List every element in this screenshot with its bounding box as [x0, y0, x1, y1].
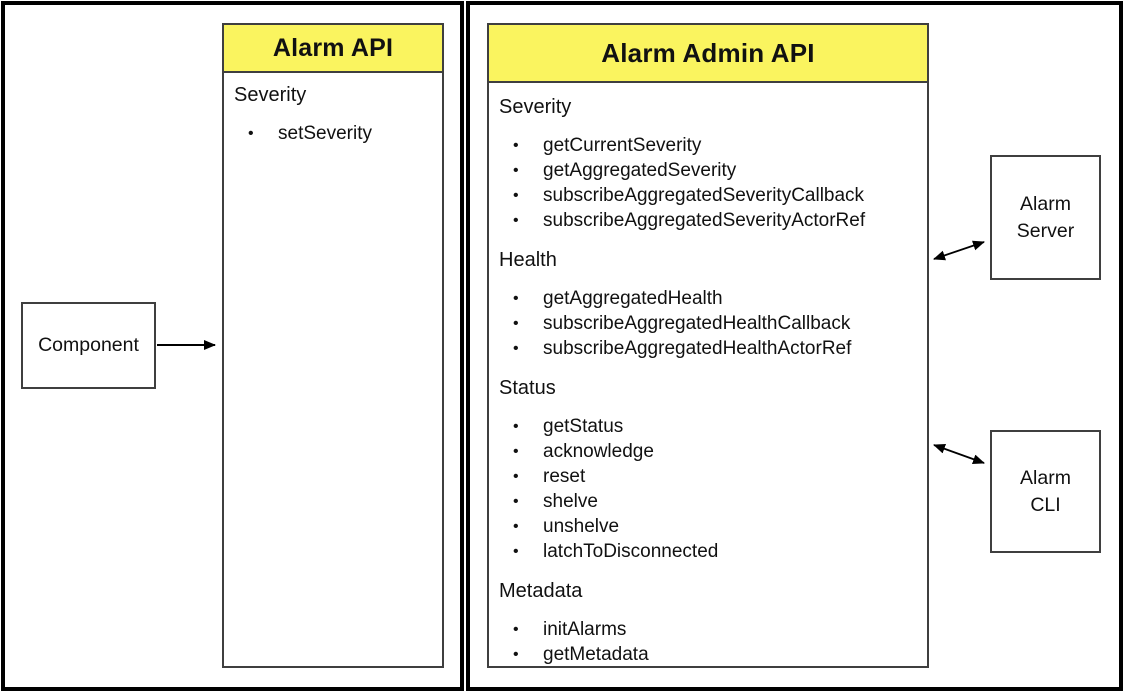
method-name: subscribeAggregatedSeverityCallback [543, 185, 865, 206]
method-item: • latchToDisconnected [513, 539, 919, 564]
method-item: • shelve [513, 489, 919, 514]
method-name: subscribeAggregatedSeverityActorRef [543, 210, 866, 231]
bullet-icon: • [513, 340, 519, 357]
method-item: • subscribeAggregatedSeverityActorRef [513, 208, 919, 233]
method-name: subscribeAggregatedHealthActorRef [543, 338, 852, 359]
method-name: reset [543, 466, 586, 487]
method-name: getAggregatedHealth [543, 288, 723, 309]
method-name: unshelve [543, 516, 620, 537]
alarm-cli-box: Alarm CLI [990, 430, 1101, 553]
bullet-icon: • [513, 518, 519, 535]
bullet-icon: • [513, 137, 519, 154]
bullet-icon: • [513, 187, 519, 204]
bullet-icon: • [513, 418, 519, 435]
alarm-api-box: Alarm API Severity • setSeverity [222, 23, 444, 668]
bullet-icon: • [513, 290, 519, 307]
method-item: • getMetadata [513, 642, 919, 666]
component-label: Component [38, 334, 139, 356]
method-item: • setSeverity [248, 121, 434, 146]
section-label-health: Health [499, 249, 557, 271]
method-item: • acknowledge [513, 439, 919, 464]
bullet-icon: • [513, 443, 519, 460]
bullet-icon: • [513, 315, 519, 332]
method-name: getAggregatedSeverity [543, 160, 737, 181]
method-name: getStatus [543, 416, 624, 437]
section-label-status: Status [499, 377, 556, 399]
method-item: • subscribeAggregatedSeverityCallback [513, 183, 919, 208]
method-list-metadata: • initAlarms • getMetadata [499, 617, 919, 666]
method-item: • getAggregatedSeverity [513, 158, 919, 183]
alarm-server-label: Alarm Server [1016, 192, 1075, 242]
method-name: getCurrentSeverity [543, 135, 702, 156]
method-list-severity: • getCurrentSeverity • getAggregatedSeve… [499, 133, 919, 233]
section-label-severity: Severity [234, 84, 307, 106]
method-item: • initAlarms [513, 617, 919, 642]
method-name: subscribeAggregatedHealthCallback [543, 313, 851, 334]
right-panel-frame [466, 1, 1123, 691]
bullet-icon: • [513, 621, 519, 638]
method-name: shelve [543, 491, 598, 512]
method-item: • unshelve [513, 514, 919, 539]
alarm-api-content: Severity • setSeverity [224, 73, 442, 146]
method-list-severity: • setSeverity [234, 121, 434, 146]
bullet-icon: • [513, 212, 519, 229]
alarm-admin-api-header: Alarm Admin API [489, 25, 927, 83]
component-box: Component [21, 302, 156, 389]
alarm-server-box: Alarm Server [990, 155, 1101, 280]
bullet-icon: • [513, 162, 519, 179]
method-item: • subscribeAggregatedHealthCallback [513, 311, 919, 336]
method-item: • getStatus [513, 414, 919, 439]
method-item: • subscribeAggregatedHealthActorRef [513, 336, 919, 361]
bullet-icon: • [248, 125, 254, 142]
alarm-api-header: Alarm API [224, 25, 442, 73]
method-name: acknowledge [543, 441, 654, 462]
bullet-icon: • [513, 646, 519, 663]
section-label-metadata: Metadata [499, 580, 583, 602]
bullet-icon: • [513, 468, 519, 485]
bullet-icon: • [513, 493, 519, 510]
section-label-severity: Severity [499, 96, 572, 118]
alarm-admin-api-box: Alarm Admin API Severity • getCurrentSev… [487, 23, 929, 668]
alarm-admin-api-content: Severity • getCurrentSeverity • getAggre… [489, 83, 927, 666]
method-item: • getCurrentSeverity [513, 133, 919, 158]
method-name: setSeverity [278, 123, 372, 144]
alarm-cli-label: Alarm CLI [1020, 466, 1071, 516]
method-list-health: • getAggregatedHealth • subscribeAggrega… [499, 286, 919, 361]
method-item: • getAggregatedHealth [513, 286, 919, 311]
method-name: getMetadata [543, 644, 649, 665]
alarm-admin-api-title: Alarm Admin API [601, 37, 815, 68]
method-name: latchToDisconnected [543, 541, 719, 562]
left-panel-frame [1, 1, 464, 691]
bullet-icon: • [513, 543, 519, 560]
alarm-api-title: Alarm API [272, 33, 394, 62]
method-name: initAlarms [543, 619, 627, 640]
method-list-status: • getStatus • acknowledge • reset • shel… [499, 414, 919, 564]
method-item: • reset [513, 464, 919, 489]
